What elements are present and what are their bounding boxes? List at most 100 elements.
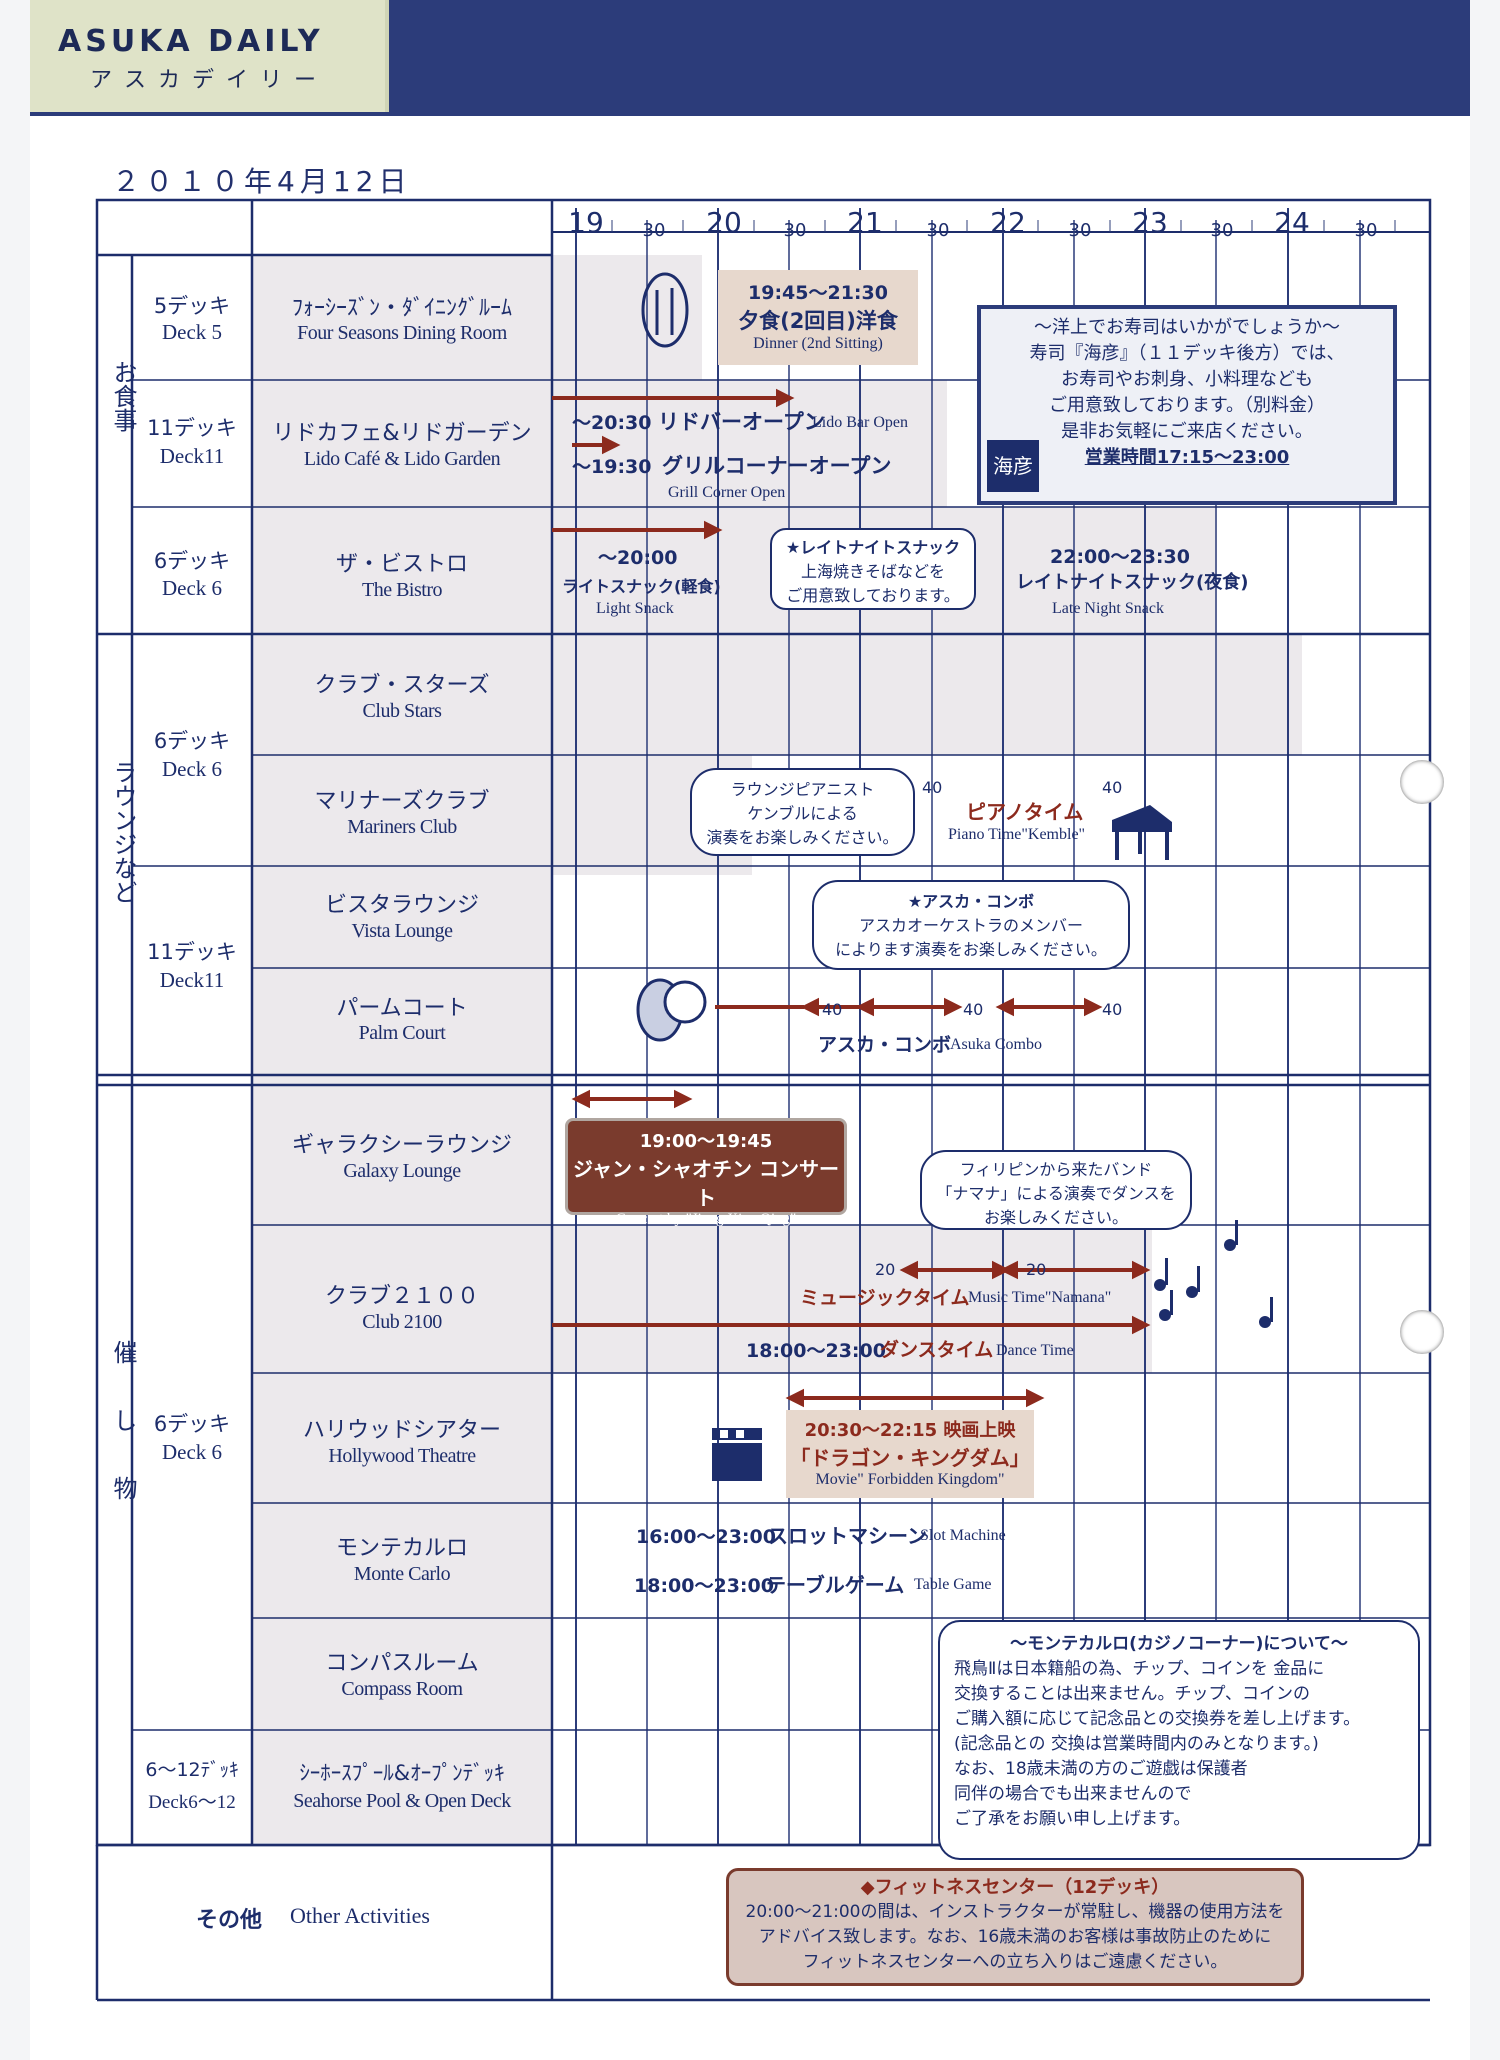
other-activities-en: Other Activities [290, 1903, 430, 1928]
deck612-jp: 6〜12ﾃﾞｯｷ [145, 1759, 239, 1781]
pianist-line1: ラウンジピアニスト [730, 780, 875, 799]
light-snack-subtitle: Light Snack [596, 600, 674, 617]
music-time-title: ミュージックタイム [800, 1287, 970, 1309]
hour-19: 19 [568, 206, 604, 239]
sushi-logo: 海彦 [987, 440, 1039, 492]
venue-hollywood-jp: ハリウッドシアター [302, 1418, 501, 1443]
combo-subtitle: Asuka Combo [950, 1036, 1042, 1053]
late-snack-title: レイトナイトスナック(夜食) [1016, 572, 1249, 593]
hour-20: 20 [706, 206, 742, 239]
cutlery-icon [641, 272, 689, 348]
category-lounge: ラウンジなど [100, 760, 137, 919]
half-2430: 30 [1354, 220, 1378, 241]
deck6a-en: Deck 6 [161, 576, 223, 600]
venue-lido-jp: リドカフェ&リドガーデン [272, 421, 532, 446]
table-time: 18:00〜23:00 [634, 1575, 774, 1597]
movie-event: 20:30〜22:15 映画上映 「ドラゴン・キングダム」 Movie" For… [786, 1410, 1034, 1498]
other-activities-jp: その他 [196, 1908, 263, 1933]
half-2030: 30 [783, 220, 807, 241]
deck11b-jp: 11デッキ [147, 940, 237, 964]
logo-english: ASUKA DAILY [58, 24, 324, 59]
light-snack-time: 〜20:00 [598, 547, 678, 569]
category-events-text: 催し物 [109, 1340, 137, 1544]
deck6c-jp: 6デッキ [153, 1412, 231, 1436]
category-lounge-text: ラウンジなど [109, 760, 137, 904]
combo-40-a: 40 [822, 1000, 843, 1019]
fitness-center-box: ◆フィットネスセンター（12デッキ） 20:00〜21:00の間は、インストラク… [726, 1868, 1304, 1986]
sushi-hours: 営業時間17:15〜23:00 [1084, 447, 1290, 468]
deck6a-jp: 6デッキ [153, 549, 231, 573]
row-dividers [132, 379, 1430, 1731]
dance-time: 18:00〜23:00 [746, 1340, 886, 1362]
event-arrows [552, 388, 1151, 1408]
piano-end-40: 40 [1102, 778, 1123, 797]
casino-note-box: 〜モンテカルロ(カジノコーナー)について〜 飛鳥Ⅱは日本籍船の為、チップ、コイン… [938, 1620, 1420, 1860]
sushi-line1: 〜洋上でお寿司はいかがでしょうか〜 [1034, 317, 1340, 338]
band-line3: お楽しみください。 [983, 1208, 1128, 1227]
half-1930: 30 [642, 220, 666, 241]
fitness-title: ◆フィットネスセンター（12デッキ） [860, 1877, 1170, 1898]
combo-line3: によります演奏をお楽しみください。 [835, 940, 1107, 959]
venue-monte-jp: モンテカルロ [335, 1536, 468, 1561]
music-20-b: 20 [1026, 1260, 1047, 1279]
concert-subtitle: Concert by "Jiang Xiao Qing" [615, 1211, 797, 1227]
grid-frame [95, 198, 1432, 2002]
dance-subtitle: Dance Time [996, 1342, 1074, 1359]
clapperboard-icon [712, 1428, 762, 1481]
venue-club2100-jp: クラブ２１００ [324, 1284, 479, 1309]
venue-seahorse-jp: ｼｰﾎｰｽﾌﾟｰﾙ&ｵｰﾌﾟﾝﾃﾞｯｷ [299, 1761, 505, 1785]
sushi-promo-box: 〜洋上でお寿司はいかがでしょうか〜 寿司『海彦』（１１デッキ後方）では、 お寿司… [977, 305, 1397, 505]
dinner-time: 19:45〜21:30 [748, 282, 888, 304]
table-title: テーブルゲーム [766, 1573, 905, 1597]
venue-club-stars-jp: クラブ・スターズ [314, 673, 490, 698]
deck11a-jp: 11デッキ [147, 416, 237, 440]
pianist-bubble: ラウンジピアニスト ケンブルによる 演奏をお楽しみください。 [690, 768, 915, 856]
venue-bistro-en: The Bistro [362, 579, 443, 601]
sushi-line2: 寿司『海彦』（１１デッキ後方）では、 [1029, 343, 1345, 364]
grill-title: グリルコーナーオープン [662, 454, 892, 478]
venue-bistro-jp: ザ・ビストロ [335, 552, 468, 577]
movie-title: 「ドラゴン・キングダム」 [790, 1446, 1030, 1470]
venue-mariners-jp: マリナーズクラブ [314, 789, 490, 814]
combo-bubble: ★アスカ・コンボ アスカオーケストラのメンバー によります演奏をお楽しみください… [812, 880, 1130, 970]
slot-subtitle: Slot Machine [920, 1527, 1006, 1544]
casino-line3: ご購入額に応じて記念品との交換券を差し上げます。 [954, 1709, 1361, 1729]
venue-lido-en: Lido Café & Lido Garden [303, 448, 501, 470]
logo-japanese: アスカデイリー [90, 68, 329, 93]
casino-title: 〜モンテカルロ(カジノコーナー)について〜 [1010, 1634, 1348, 1654]
grill-time: 〜19:30 [572, 456, 652, 478]
concert-title: ジャン・シャオチン コンサート [573, 1157, 839, 1210]
combo-line2: アスカオーケストラのメンバー [858, 916, 1083, 935]
music-20-a: 20 [875, 1260, 896, 1279]
fitness-line1: 20:00〜21:00の間は、インストラクターが常駐し、機器の使用方法を [745, 1902, 1285, 1922]
band-line1: フィリピンから来たバンド [959, 1160, 1153, 1179]
late-bubble-line3: ご用意致しております。 [786, 586, 960, 605]
concert-event: 19:00〜19:45 ジャン・シャオチン コンサート Concert by "… [565, 1118, 847, 1227]
venue-compass-en: Compass Room [341, 1678, 463, 1700]
late-snack-time: 22:00〜23:30 [1050, 546, 1190, 568]
pianist-line3: 演奏をお楽しみください。 [706, 828, 899, 847]
header-logo-box [30, 0, 389, 112]
schedule-date: ２０１０年4月12日 [112, 165, 412, 198]
category-dining: お食事 [100, 360, 137, 447]
deck612-en: Deck6〜12 [148, 1792, 236, 1813]
late-snack-bubble: ★レイトナイトスナック 上海焼きそばなどを ご用意致しております。 [770, 528, 976, 610]
casino-line4: (記念品との 交換は営業時間内のみとなります。) [954, 1734, 1319, 1754]
sushi-line3: お寿司やお刺身、小料理なども [1061, 369, 1313, 390]
venue-club-stars-en: Club Stars [362, 700, 442, 722]
pianist-line2: ケンブルによる [747, 804, 858, 823]
dinner-title: 夕食(2回目)洋食 [738, 309, 898, 333]
combo-title: アスカ・コンボ [818, 1034, 952, 1056]
band-line2: 「ナマナ」による演奏でダンスを [936, 1184, 1176, 1203]
tuba-icon [636, 978, 707, 1042]
grill-subtitle: Grill Corner Open [668, 484, 786, 501]
movie-subtitle: Movie" Forbidden Kingdom" [815, 1471, 1005, 1488]
venue-four-seasons-en: Four Seasons Dining Room [297, 322, 507, 344]
quarter-ticks [611, 220, 1396, 232]
sushi-line4: ご用意致しております。（別料金） [1048, 395, 1326, 416]
category-dining-text: お食事 [109, 360, 137, 432]
slot-time: 16:00〜23:00 [636, 1526, 776, 1548]
dance-title: ダンスタイム [880, 1339, 994, 1361]
venue-palm-jp: パームコート [336, 996, 468, 1021]
venue-galaxy-en: Galaxy Lounge [343, 1160, 461, 1182]
